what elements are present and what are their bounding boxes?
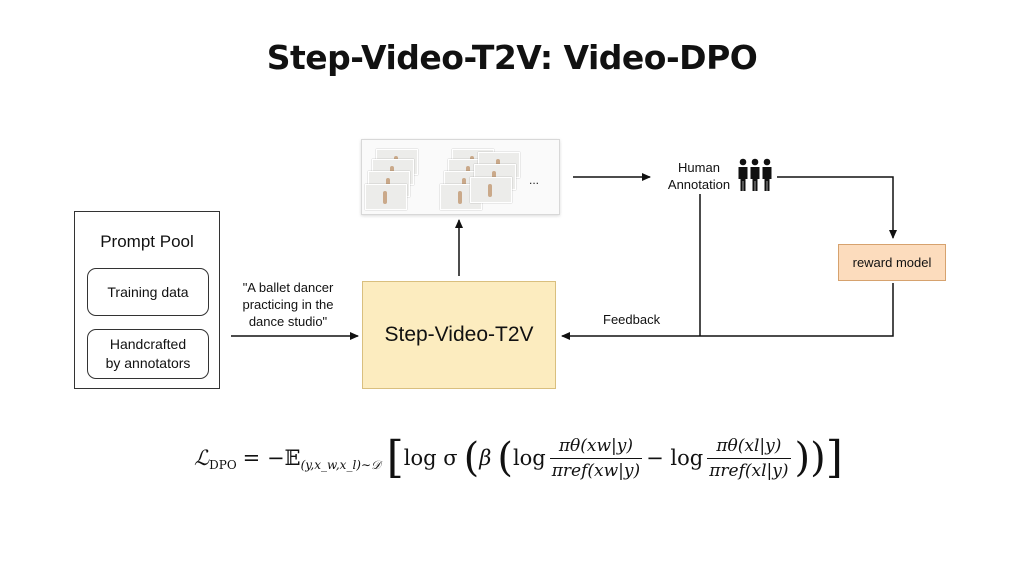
left-paren-outer: ( — [463, 435, 480, 481]
generated-videos-panel — [361, 139, 560, 215]
fraction-numerator: πθ(xl|y) — [716, 435, 782, 456]
log-term: log — [512, 446, 546, 470]
fraction-denominator: πref(xw|y) — [551, 460, 641, 481]
example-prompt: "A ballet dancer practicing in the dance… — [242, 280, 334, 329]
equals-minus: = − — [242, 446, 285, 470]
three-people-icon — [738, 158, 772, 191]
prompt-source-handcrafted: Handcrafted by annotators — [87, 329, 209, 379]
prompt-source-label: Training data — [107, 283, 189, 300]
more-videos-ellipsis: ... — [529, 173, 540, 187]
fraction-denominator: πref(xl|y) — [709, 460, 789, 481]
expectation-symbol: 𝔼 — [284, 446, 301, 470]
expectation-subscript: (y,x_w,x_l)∼𝒟 — [300, 457, 381, 472]
left-paren-inner: ( — [497, 435, 513, 481]
step-video-model-box: Step-Video-T2V — [362, 281, 556, 389]
reward-model-label: reward model — [852, 255, 932, 270]
loss-subscript: DPO — [209, 458, 237, 472]
human-to-reward-arrow — [777, 176, 897, 239]
video-frame — [470, 177, 512, 203]
slide-title: Step-Video-T2V: Video-DPO — [266, 38, 758, 77]
left-bracket: [ — [386, 432, 404, 483]
right-bracket: ] — [825, 432, 843, 483]
video-frame — [365, 184, 407, 210]
prompt-pool-title: Prompt Pool — [100, 232, 194, 251]
minus-log-term: − log — [646, 446, 704, 470]
prompt-source-label: Handcrafted by annotators — [105, 336, 191, 371]
fraction-numerator: πθ(xw|y) — [558, 435, 634, 456]
loss-symbol: ℒ — [194, 446, 210, 470]
reward-feedback-arrow — [561, 283, 894, 340]
prompt-pool: Prompt Pool Training data Handcrafted by… — [74, 211, 220, 389]
feedback-label: Feedback — [603, 312, 661, 327]
reward-model-box: reward model — [838, 244, 946, 281]
log-sigma: log σ — [403, 446, 458, 470]
losing-ratio-fraction: πθ(xl|y) πref(xl|y) — [707, 435, 791, 481]
right-paren-inner: ) — [794, 435, 811, 481]
prompt-source-training-data: Training data — [87, 268, 209, 316]
human-annotation-label: Human Annotation — [667, 160, 731, 192]
dpo-loss-formula: ℒ DPO = − 𝔼 (y,x_w,x_l)∼𝒟 [ log σ ( β ( … — [194, 428, 843, 488]
winning-ratio-fraction: πθ(xw|y) πref(xw|y) — [549, 435, 643, 481]
beta-symbol: β — [479, 446, 492, 470]
model-label: Step-Video-T2V — [384, 323, 534, 346]
right-paren-outer: ) — [810, 435, 826, 481]
